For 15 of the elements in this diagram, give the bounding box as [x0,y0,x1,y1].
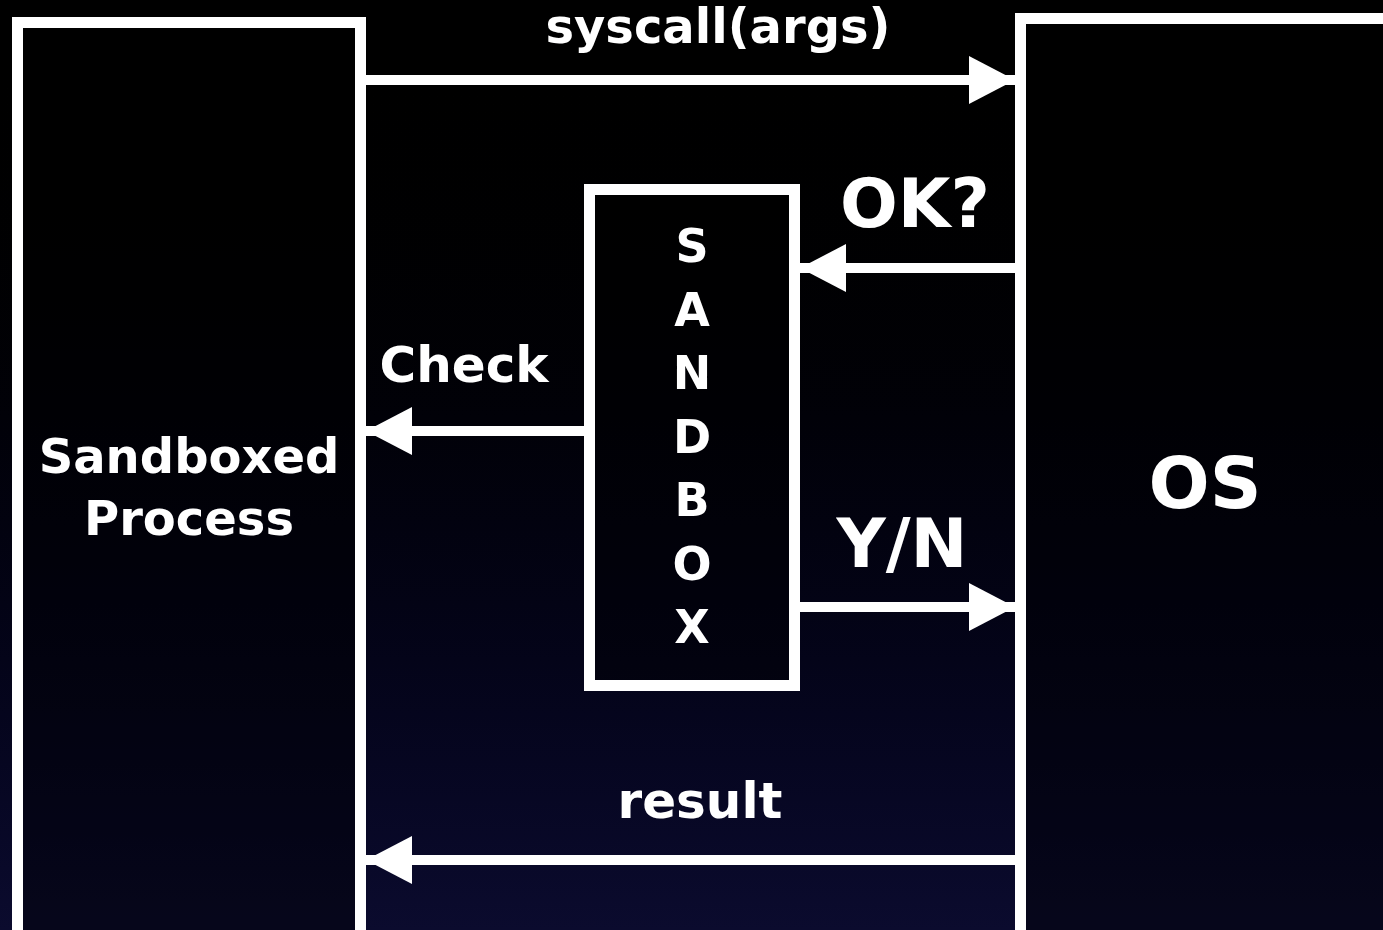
arrow [800,244,1015,292]
process-box [12,17,366,930]
edge-label: OK? [840,170,990,238]
box-label: Sandboxed Process [37,426,341,548]
arrow [800,583,1015,631]
arrow [366,407,584,455]
edge-label: Y/N [836,510,968,578]
arrow [366,56,1015,104]
edge-label: result [617,776,783,826]
sandbox-box [584,184,800,691]
box-label: OS [1148,439,1262,527]
edge-label: Check [379,340,549,390]
arrow [366,836,1015,884]
os-box [1015,13,1383,930]
vertical-label: SANDBOX [671,218,713,657]
